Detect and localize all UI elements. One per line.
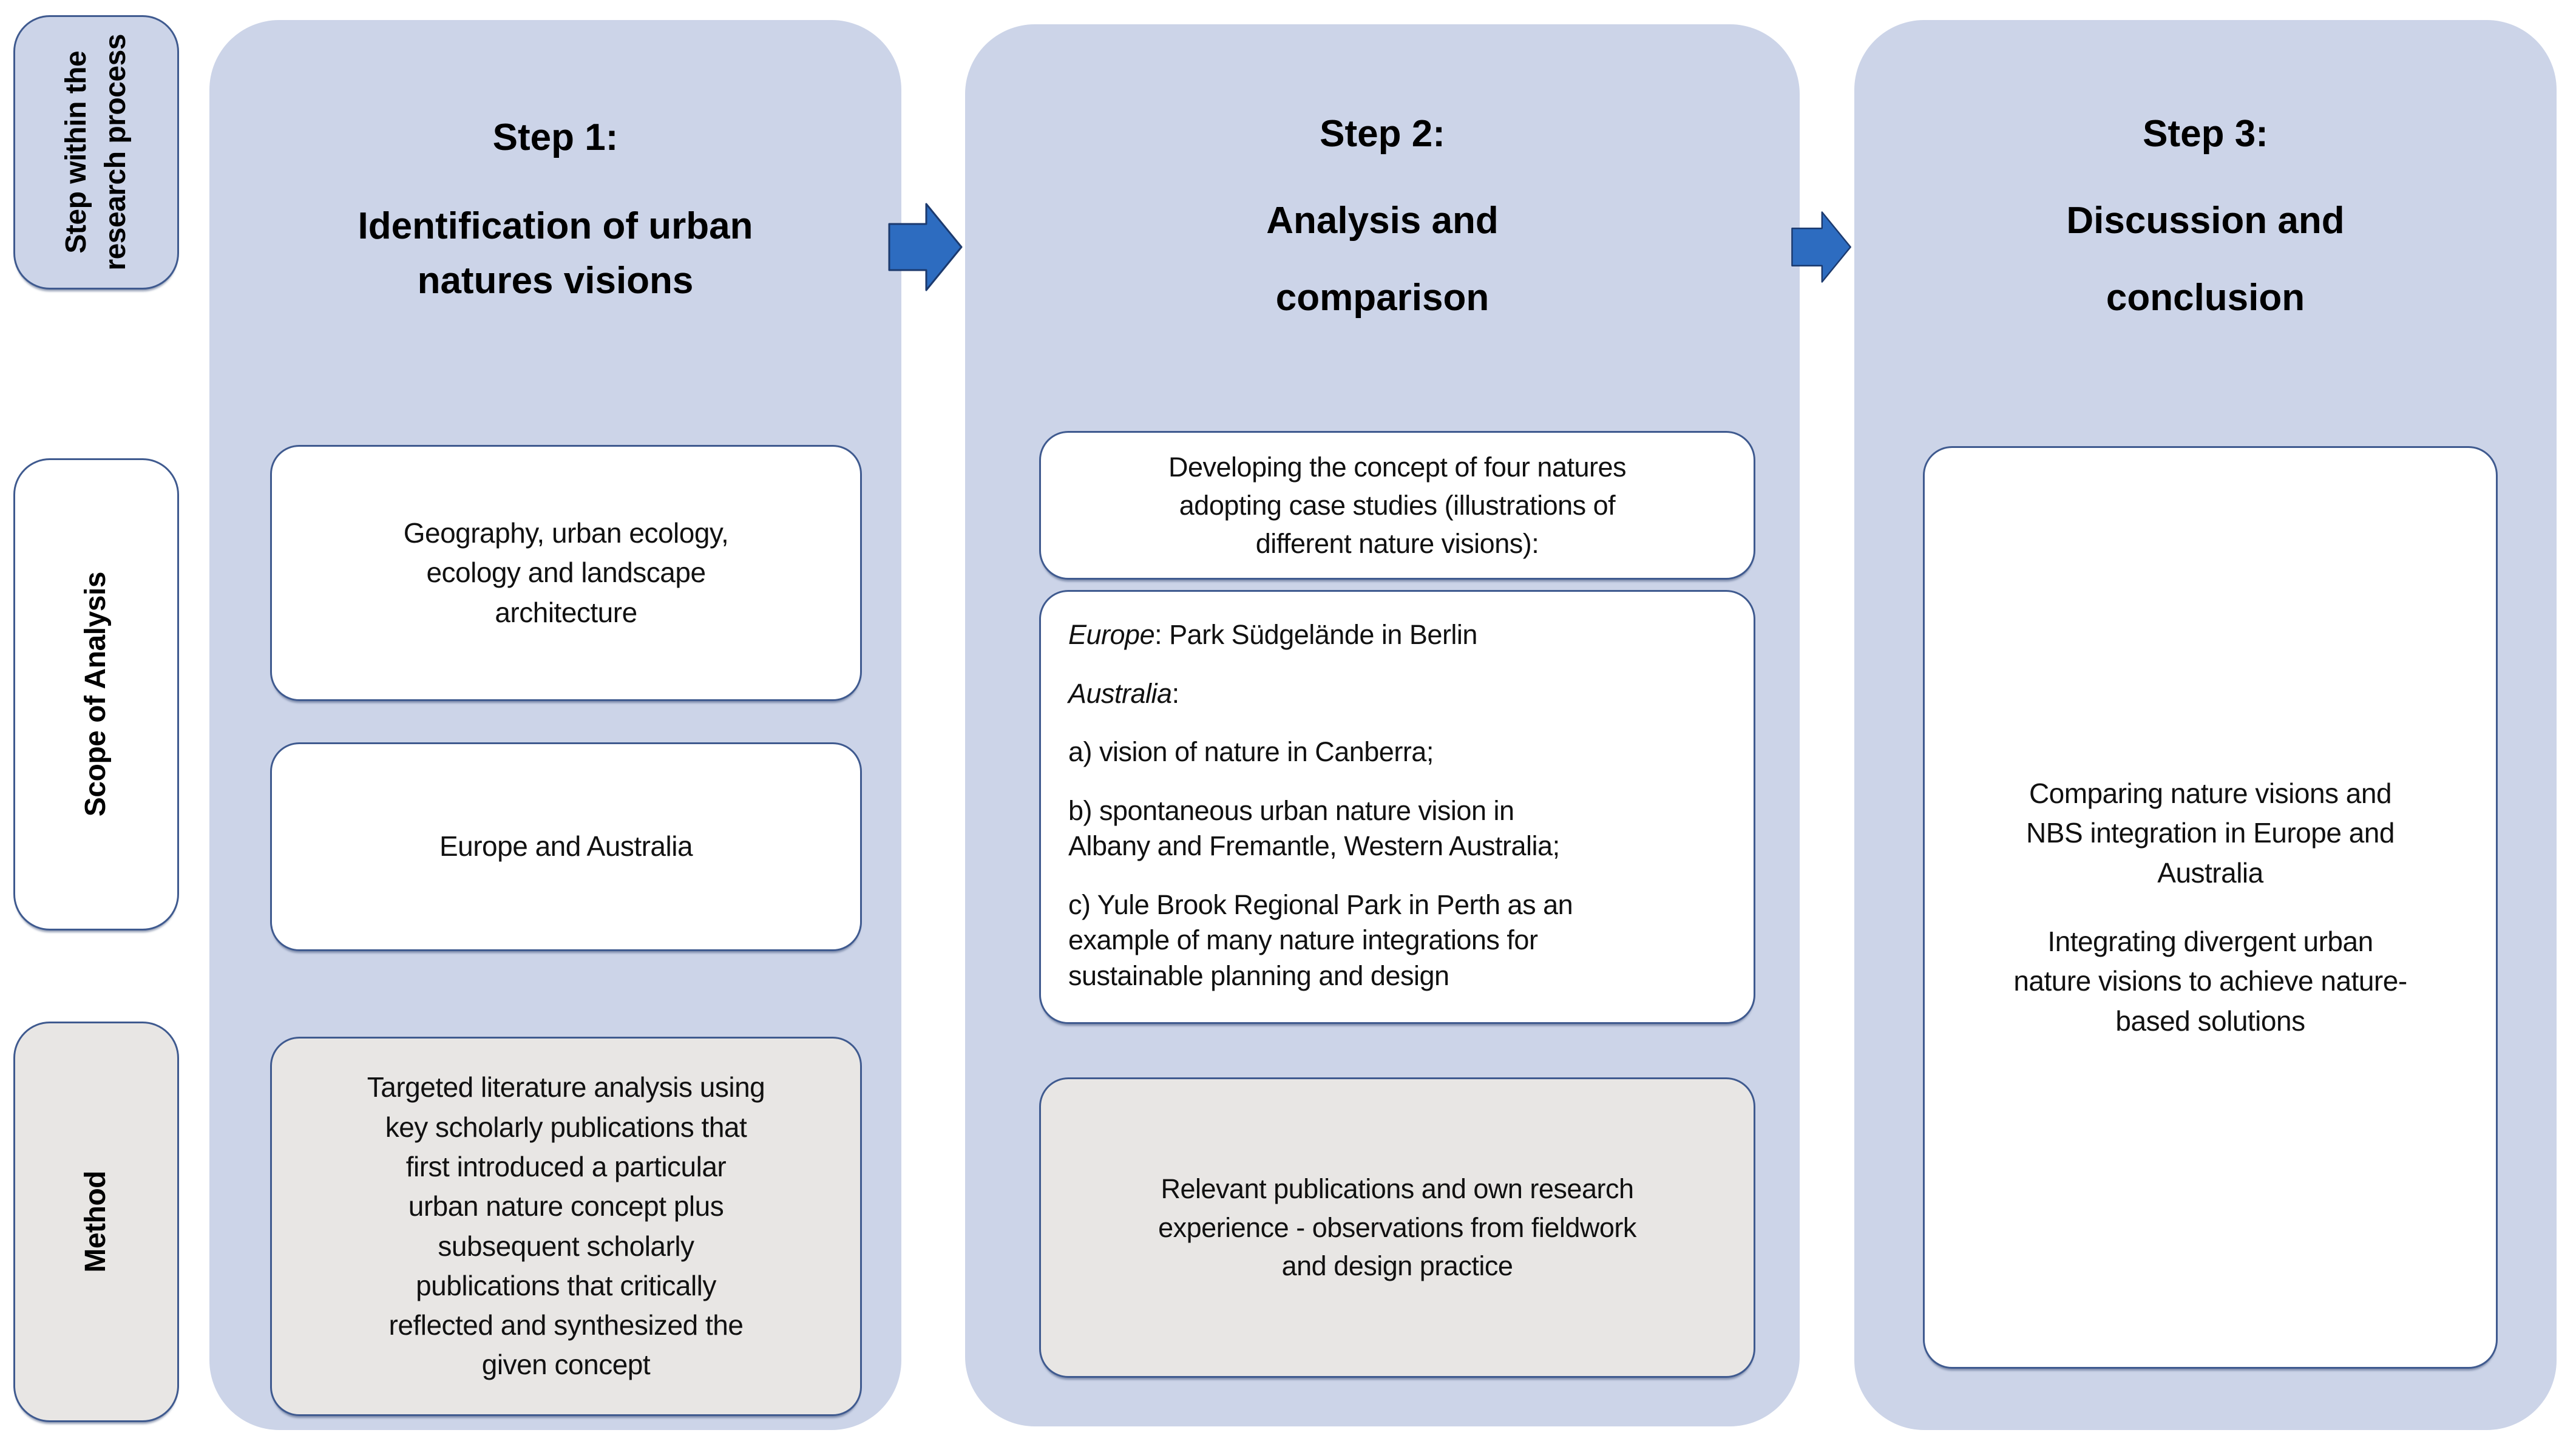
case-line-text: :: [1171, 677, 1180, 709]
step2-title: Analysis and comparison: [1266, 200, 1499, 319]
step1-scope-box-disciplines-text: Geography, urban ecology, ecology and la…: [403, 517, 729, 628]
step3-discussion-paragraph-1: Comparing nature visions and NBS integra…: [2026, 778, 2395, 889]
case-line-emphasis: Europe: [1068, 619, 1155, 650]
step2-method-box-text: Relevant publications and own research e…: [1158, 1173, 1636, 1282]
right-arrow-icon: [888, 203, 963, 291]
case-line-emphasis: Australia: [1068, 677, 1172, 709]
step3-header: Step 3: Discussion and conclusion: [1854, 115, 2557, 336]
case-line-text: : Park Südgelände in Berlin: [1154, 619, 1477, 650]
row-label-scope-of-analysis: Scope of Analysis: [13, 458, 179, 930]
case-line-text: c) Yule Brook Regional Park in Perth as …: [1068, 889, 1573, 991]
step3-discussion-paragraph-2: Integrating divergent urban nature visio…: [2013, 926, 2407, 1037]
step1-method-box: Targeted literature analysis using key s…: [270, 1037, 862, 1416]
row-label-text: Method: [80, 1171, 112, 1273]
step2-concept-box-text: Developing the concept of four natures a…: [1168, 452, 1627, 559]
step2-method-box: Relevant publications and own research e…: [1039, 1077, 1755, 1378]
right-arrow-icon: [1791, 211, 1851, 283]
case-line-b: b) spontaneous urban nature vision in Al…: [1068, 793, 1560, 864]
step3-discussion-box: Comparing nature visions and NBS integra…: [1923, 446, 2498, 1369]
step2-case-studies-box: Europe: Park Südgelände in Berlin Austra…: [1039, 590, 1755, 1024]
step1-header: Step 1: Identification of urban natures …: [209, 119, 901, 308]
step1-method-box-text: Targeted literature analysis using key s…: [367, 1071, 765, 1381]
arrow-step1-to-step2: [887, 199, 964, 295]
row-label-step-within-research-process: Step within the research process: [13, 15, 179, 290]
case-line-text: b) spontaneous urban nature vision in Al…: [1068, 795, 1560, 862]
case-line-australia: Australia:: [1068, 676, 1179, 712]
step1-title: Identification of urban natures visions: [358, 205, 753, 302]
arrow-step2-to-step3: [1791, 199, 1852, 295]
step1-label: Step 1:: [492, 117, 619, 158]
step3-title: Discussion and conclusion: [2066, 200, 2345, 319]
case-line-c: c) Yule Brook Regional Park in Perth as …: [1068, 887, 1573, 994]
step1-scope-box-regions: Europe and Australia: [270, 742, 862, 951]
case-line-a: a) vision of nature in Canberra;: [1068, 734, 1434, 770]
case-line-text: a) vision of nature in Canberra;: [1068, 736, 1434, 767]
step2-label: Step 2:: [1320, 113, 1445, 155]
step3-label: Step 3:: [2143, 113, 2268, 155]
step1-scope-box-regions-text: Europe and Australia: [439, 830, 693, 863]
step2-header: Step 2: Analysis and comparison: [965, 115, 1800, 336]
case-line-europe: Europe: Park Südgelände in Berlin: [1068, 617, 1477, 653]
row-label-text: Step within the research process: [59, 34, 132, 271]
row-label-method: Method: [13, 1022, 179, 1422]
row-label-text: Scope of Analysis: [80, 572, 112, 817]
step1-scope-box-disciplines: Geography, urban ecology, ecology and la…: [270, 445, 862, 701]
step2-concept-box: Developing the concept of four natures a…: [1039, 431, 1755, 580]
